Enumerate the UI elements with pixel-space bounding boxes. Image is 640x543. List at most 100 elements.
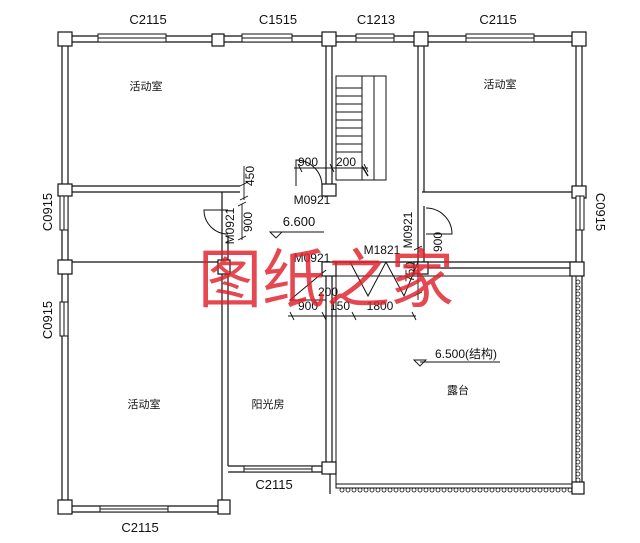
dim-900-b: 900 bbox=[241, 212, 255, 232]
dim-150: 150 bbox=[330, 299, 350, 313]
room-label-activity-top-right: 活动室 bbox=[484, 77, 517, 91]
watermark-text: 图纸之家 bbox=[198, 244, 454, 318]
balustrade-post bbox=[375, 487, 381, 493]
dimension-lines bbox=[237, 163, 428, 367]
balustrade-post bbox=[489, 487, 495, 493]
door-label-left: M0921 bbox=[223, 207, 237, 244]
balustrade-post bbox=[531, 487, 537, 493]
room-label-sunroom: 阳光房 bbox=[252, 397, 285, 411]
balustrade-post bbox=[549, 487, 555, 493]
column bbox=[571, 31, 587, 47]
balustrade-post bbox=[575, 477, 581, 483]
column bbox=[413, 31, 429, 47]
balustrade-post bbox=[575, 315, 581, 321]
balustrade-post bbox=[575, 321, 581, 327]
balustrade-post bbox=[447, 487, 453, 493]
balustrade-post bbox=[507, 487, 513, 493]
balustrade-post bbox=[575, 339, 581, 345]
balustrade-post bbox=[575, 417, 581, 423]
balustrade-post bbox=[543, 487, 549, 493]
balustrade-post bbox=[575, 285, 581, 291]
window-label-top-stair: C1213 bbox=[357, 12, 395, 27]
balustrade-post bbox=[477, 487, 483, 493]
elevation-terrace: 6.500(结构) bbox=[435, 346, 497, 361]
balustrade-post bbox=[483, 487, 489, 493]
balustrade-post bbox=[423, 487, 429, 493]
balustrade-post bbox=[575, 291, 581, 297]
balustrade-post bbox=[525, 487, 531, 493]
balustrade-post bbox=[459, 487, 465, 493]
balustrade-post bbox=[405, 487, 411, 493]
column bbox=[321, 183, 337, 197]
column bbox=[57, 183, 73, 197]
window-label-right: C0915 bbox=[593, 193, 608, 231]
balustrade-post bbox=[429, 487, 435, 493]
balustrade-post bbox=[441, 487, 447, 493]
balustrade-post bbox=[555, 487, 561, 493]
balustrade-post bbox=[561, 487, 567, 493]
column bbox=[211, 33, 225, 47]
balustrade-post bbox=[575, 471, 581, 477]
dim-900-a: 900 bbox=[298, 155, 318, 169]
balustrade-post bbox=[453, 487, 459, 493]
balustrade-post bbox=[575, 453, 581, 459]
balustrade-post bbox=[357, 487, 363, 493]
balustrade-post bbox=[575, 333, 581, 339]
window-label-top-right: C2115 bbox=[479, 12, 516, 27]
balustrade-post bbox=[345, 487, 351, 493]
balustrade-post bbox=[435, 487, 441, 493]
balustrade-post bbox=[513, 487, 519, 493]
balustrade-post bbox=[381, 487, 387, 493]
column bbox=[571, 481, 585, 495]
balustrade-post bbox=[575, 423, 581, 429]
balustrade-post bbox=[387, 487, 393, 493]
column bbox=[217, 499, 231, 515]
balustrade-post bbox=[575, 393, 581, 399]
room-label-activity-top-left: 活动室 bbox=[130, 79, 163, 93]
balustrade-post bbox=[575, 357, 581, 363]
window-label-bottom-left: C2115 bbox=[121, 520, 158, 535]
balustrade-post bbox=[575, 411, 581, 417]
balustrade-post bbox=[575, 387, 581, 393]
column bbox=[57, 31, 73, 47]
column bbox=[569, 261, 585, 277]
dim-750: 750 bbox=[403, 262, 417, 282]
balustrade-post bbox=[575, 381, 581, 387]
balustrade-post bbox=[575, 369, 581, 375]
balustrade-post bbox=[575, 429, 581, 435]
balustrade-post bbox=[575, 435, 581, 441]
windows bbox=[59, 33, 585, 513]
balustrade-post bbox=[339, 487, 345, 493]
balustrade-post bbox=[471, 487, 477, 493]
balustrade-post bbox=[575, 465, 581, 471]
balustrade-post bbox=[399, 487, 405, 493]
dim-900-d: 900 bbox=[298, 299, 318, 313]
balustrade-post bbox=[351, 487, 357, 493]
balustrade-post bbox=[575, 309, 581, 315]
window-label-top-left: C2115 bbox=[129, 12, 166, 27]
balustrade-post bbox=[369, 487, 375, 493]
door-label-mid: M0921 bbox=[294, 251, 331, 265]
balustrade-post bbox=[495, 487, 501, 493]
balustrade-post bbox=[575, 399, 581, 405]
balustrade-post bbox=[501, 487, 507, 493]
column bbox=[57, 259, 73, 275]
balustrade-post bbox=[575, 459, 581, 465]
balustrade-post bbox=[417, 487, 423, 493]
balustrade-post bbox=[575, 351, 581, 357]
staircase bbox=[335, 75, 387, 181]
column bbox=[321, 261, 337, 277]
balustrade-post bbox=[575, 279, 581, 285]
door-label-right: M0921 bbox=[401, 211, 415, 248]
balustrade-post bbox=[575, 363, 581, 369]
balustrade-post bbox=[575, 345, 581, 351]
balustrade-post bbox=[575, 375, 581, 381]
dim-450: 450 bbox=[243, 166, 257, 186]
window-label-left-lower: C0915 bbox=[40, 301, 55, 339]
room-label-terrace: 露台 bbox=[447, 383, 469, 397]
window-label-left-upper: C0915 bbox=[40, 193, 55, 231]
dim-200-b: 200 bbox=[318, 285, 338, 299]
balustrade-post bbox=[411, 487, 417, 493]
